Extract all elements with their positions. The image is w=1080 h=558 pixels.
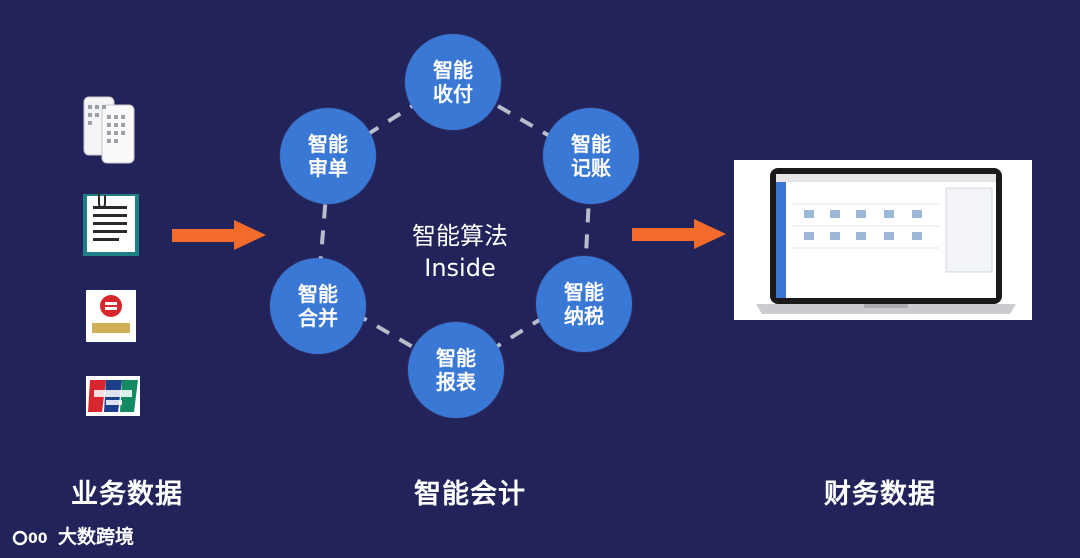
node-line1: 智能 bbox=[436, 346, 476, 370]
node-line2: 审单 bbox=[308, 156, 348, 180]
watermark-text: 大数跨境 bbox=[58, 526, 135, 548]
node-line2: 合并 bbox=[298, 306, 338, 330]
node-line2: 收付 bbox=[433, 82, 473, 106]
phone-icon bbox=[82, 95, 136, 165]
right-arrow-icon bbox=[632, 217, 726, 255]
node-line1: 智能 bbox=[571, 132, 611, 156]
node-merge: 智能 合并 bbox=[270, 258, 366, 354]
center-label: 智能算法 Inside bbox=[380, 220, 540, 284]
brand-logo: 00 bbox=[12, 530, 48, 547]
left-arrow-icon bbox=[172, 218, 266, 256]
node-report: 智能 报表 bbox=[408, 322, 504, 418]
svg-text:00: 00 bbox=[28, 531, 48, 547]
document-icon bbox=[82, 192, 144, 258]
node-line1: 智能 bbox=[308, 132, 348, 156]
center-line2: Inside bbox=[424, 254, 496, 282]
node-payment: 智能 收付 bbox=[405, 34, 501, 130]
node-line2: 记账 bbox=[571, 156, 611, 180]
node-tax: 智能 纳税 bbox=[536, 256, 632, 352]
china-post-logo bbox=[86, 290, 136, 342]
center-line1: 智能算法 bbox=[412, 222, 508, 250]
label-smart-accounting: 智能会计 bbox=[414, 479, 526, 510]
node-line1: 智能 bbox=[298, 282, 338, 306]
node-line2: 纳税 bbox=[564, 304, 604, 328]
label-financial-data: 财务数据 bbox=[824, 479, 936, 510]
node-bookkeeping: 智能 记账 bbox=[543, 108, 639, 204]
node-line2: 报表 bbox=[436, 370, 476, 394]
unionpay-logo bbox=[86, 376, 140, 416]
node-line1: 智能 bbox=[564, 280, 604, 304]
laptop-icon bbox=[734, 160, 1032, 320]
node-audit: 智能 审单 bbox=[280, 108, 376, 204]
watermark: 00 大数跨境 bbox=[12, 522, 134, 549]
label-business-data: 业务数据 bbox=[71, 479, 183, 510]
node-line1: 智能 bbox=[433, 58, 473, 82]
